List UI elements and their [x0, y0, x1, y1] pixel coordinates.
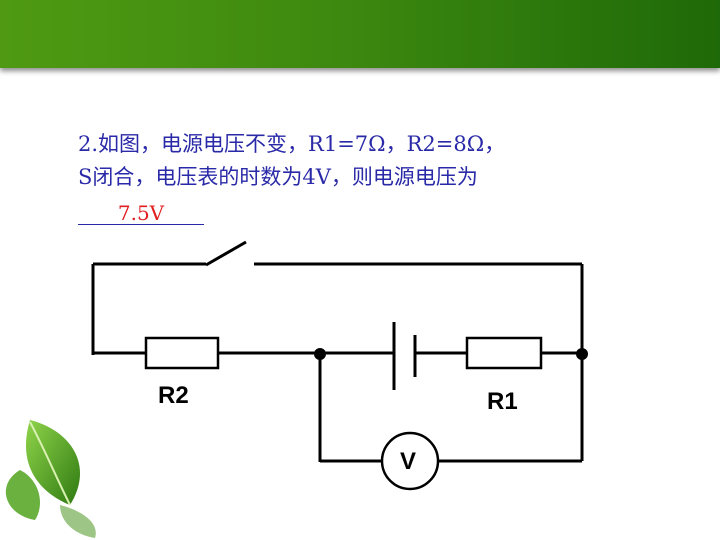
question-text: 2.如图，电源电压不变，R1=7Ω，R2=8Ω， S闭合，电压表的时数为4V，则电…	[78, 128, 638, 194]
voltmeter	[380, 431, 440, 491]
answer-blank: 7.5V	[78, 200, 204, 225]
resistor-r2	[144, 336, 220, 370]
leaf-decoration-icon	[5, 420, 96, 538]
question-line-2: S闭合，电压表的时数为4V，则电源电压为	[78, 165, 478, 189]
voltmeter-label: V	[400, 448, 417, 475]
junction-node-left	[314, 348, 326, 360]
r1-label: R1	[487, 388, 518, 415]
question-line-1: 2.如图，电源电压不变，R1=7Ω，R2=8Ω，	[78, 132, 506, 156]
r2-label: R2	[158, 382, 189, 409]
answer-text: 7.5V	[117, 201, 165, 225]
switch	[205, 240, 247, 267]
header-bar	[0, 0, 720, 68]
junction-node-right	[576, 348, 588, 360]
resistor-r1	[465, 336, 543, 370]
